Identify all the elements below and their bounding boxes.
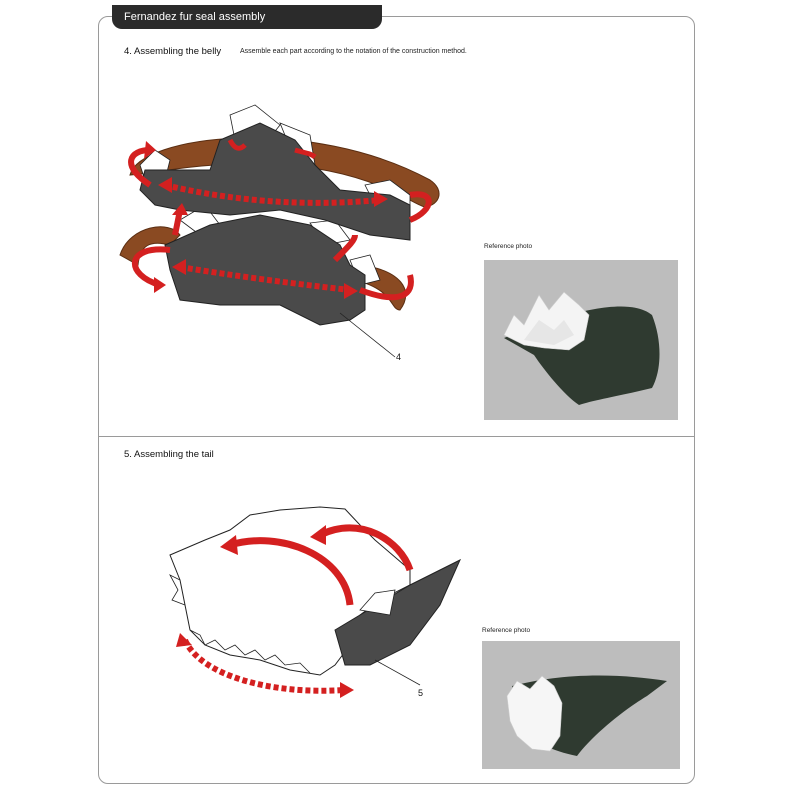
section-4-heading: 4. Assembling the belly	[124, 46, 222, 57]
section-4-instruction: Assemble each part according to the nota…	[240, 48, 467, 55]
arrowhead	[344, 283, 358, 299]
reference-photo-label-4: Reference photo	[484, 243, 533, 250]
callout-leader	[339, 312, 396, 358]
belly-assembly-diagram	[119, 104, 440, 358]
section-5-heading: 5. Assembling the tail	[124, 449, 214, 460]
reference-photo-belly	[484, 260, 678, 420]
curved-arrow	[227, 138, 247, 151]
curved-arrow	[128, 147, 152, 188]
arrowhead	[172, 259, 186, 275]
reference-photo-label-5: Reference photo	[482, 627, 531, 634]
curved-arrow	[131, 246, 171, 288]
arrowhead	[158, 177, 172, 193]
curved-arrow	[358, 274, 414, 301]
callout-4: 4	[396, 352, 402, 362]
tail-assembly-diagram	[169, 506, 462, 698]
dashed-arrow	[164, 182, 381, 206]
page-title: Fernandez fur seal assembly	[112, 5, 382, 29]
section-divider	[99, 436, 694, 437]
arrowhead	[172, 203, 188, 215]
arrowhead	[340, 682, 354, 698]
lower-belly-part	[164, 214, 366, 326]
arrowhead	[220, 535, 238, 555]
arrowhead	[310, 525, 326, 545]
dashed-arrow	[179, 264, 351, 293]
curved-arrow	[332, 234, 358, 263]
dashed-arrow	[182, 638, 346, 694]
arrowhead	[374, 191, 388, 207]
page-frame	[98, 16, 695, 784]
curved-arrow	[408, 191, 432, 223]
tail-tab	[359, 589, 396, 616]
arrowhead	[154, 277, 166, 293]
reference-photo-tail	[482, 641, 680, 769]
tail-zigzag	[169, 574, 186, 606]
curved-arrow	[318, 524, 414, 572]
tail-dark-part	[334, 558, 462, 666]
callout-5: 5	[418, 688, 424, 698]
upper-belly-part	[139, 122, 411, 241]
tail-zigzag	[189, 629, 311, 674]
curved-arrow	[228, 537, 354, 606]
arrowhead	[176, 633, 192, 647]
callout-leader	[374, 659, 421, 686]
arrowhead	[144, 141, 156, 159]
curved-arrow	[294, 147, 317, 160]
